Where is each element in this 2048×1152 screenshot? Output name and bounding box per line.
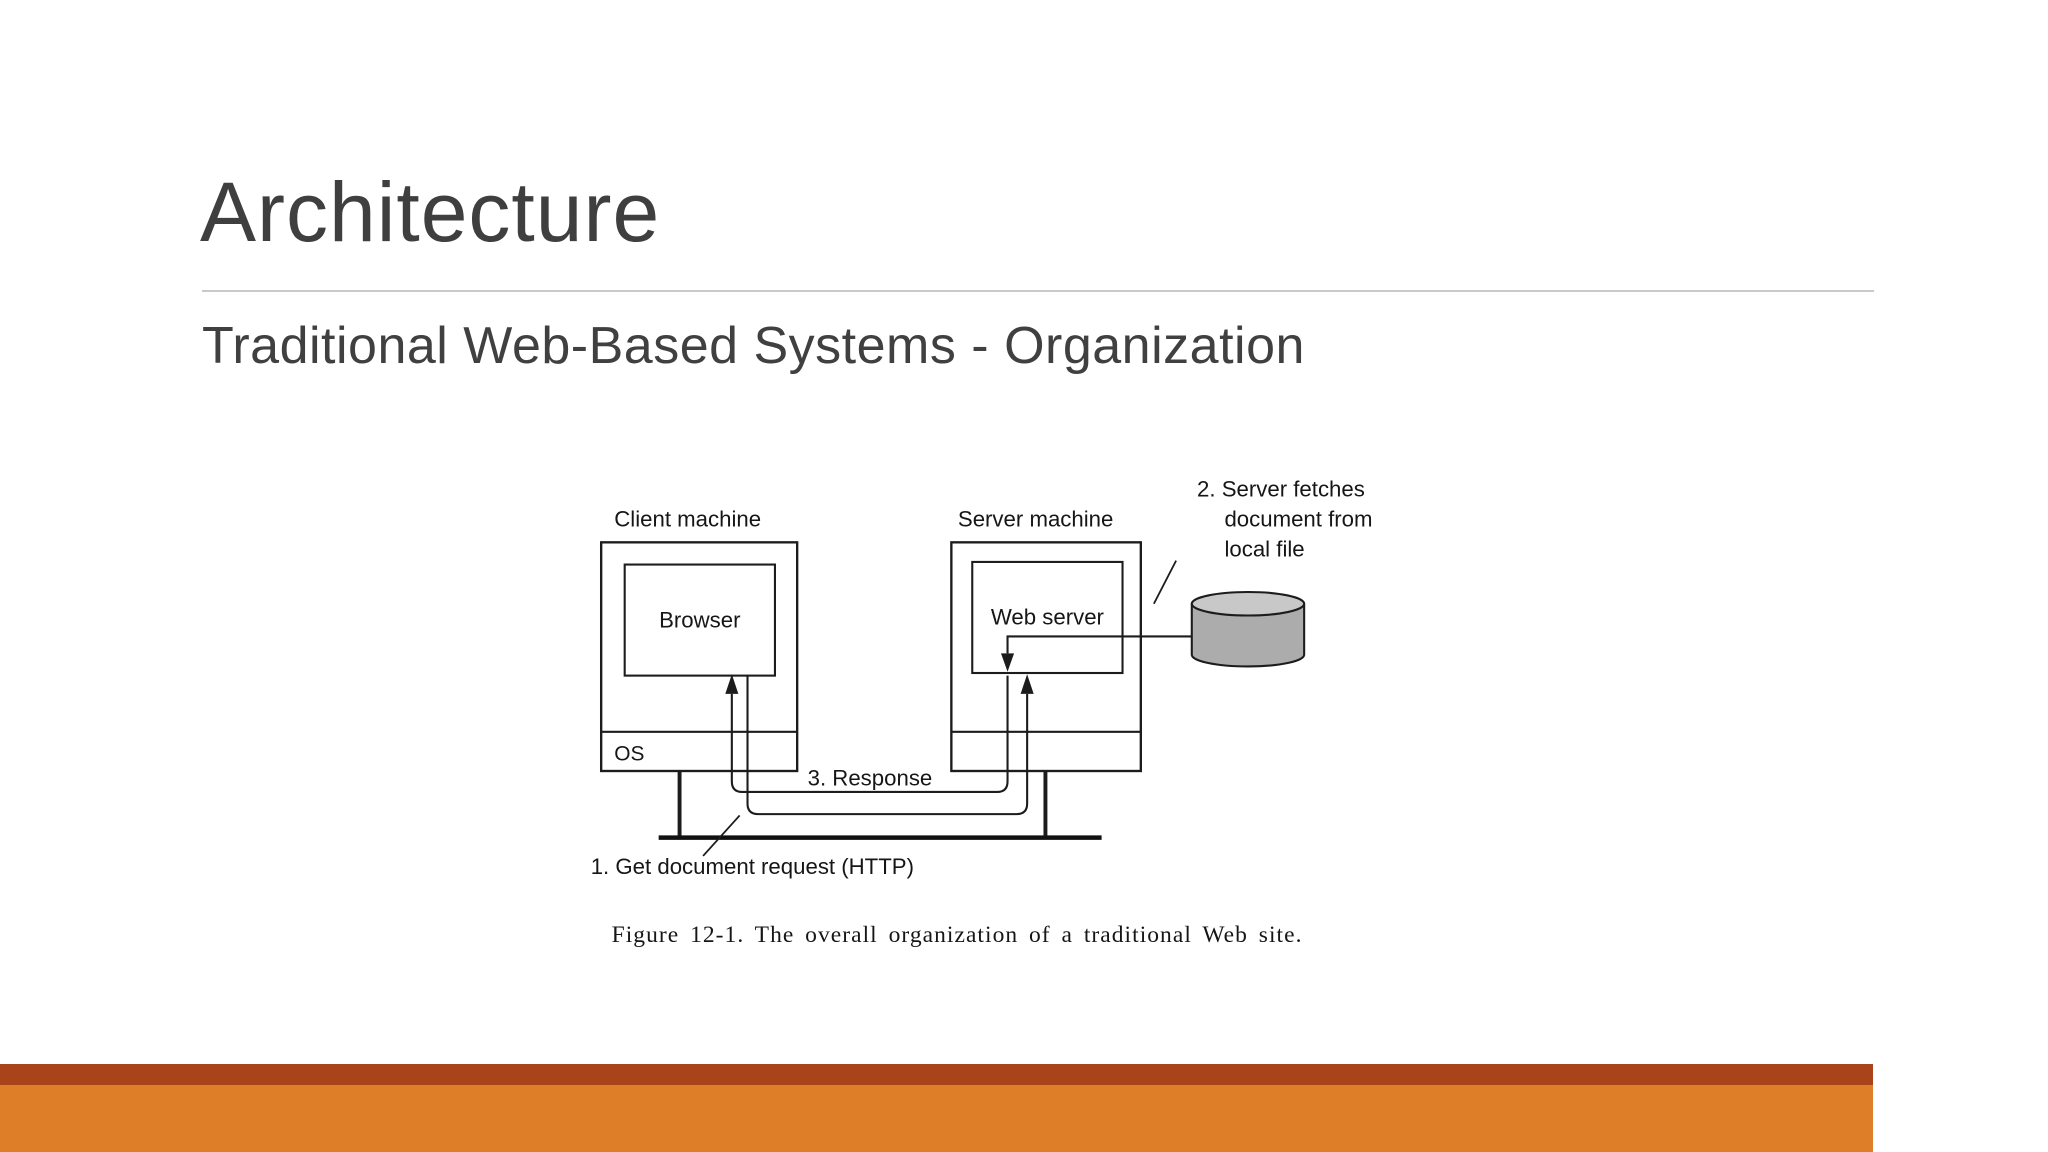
figure-caption: Figure 12-1. The overall organization of… [612,922,1303,948]
slide-title: Architecture [200,165,661,259]
title-divider [202,290,1874,292]
fetch-annotation-line2: document from [1224,507,1372,532]
slide-subtitle: Traditional Web-Based Systems - Organiza… [202,317,1305,375]
response-annotation: 3. Response [808,765,933,790]
client-machine-box: Browser OS [599,541,799,773]
accent-bar-orange [0,1085,1873,1152]
client-machine-label: Client machine [614,507,761,532]
web-architecture-diagram: Client machine Server machine Browser OS… [591,477,1373,949]
browser-label: Browser [659,607,741,632]
server-machine-box: Web server [950,541,1142,773]
response-arrow [725,674,1009,793]
network-line [658,771,1102,840]
request-annotation: 1. Get document request (HTTP) [591,854,914,879]
web-server-label: Web server [991,605,1105,630]
os-label: OS [614,743,644,766]
local-file-disk [1190,590,1306,668]
server-machine-label: Server machine [958,507,1114,532]
fetch-annotation-line1: 2. Server fetches [1197,477,1365,502]
fetch-annotation-line3: local file [1224,537,1304,562]
fetch-arrow [1001,560,1192,672]
accent-bar-dark [0,1064,1873,1085]
request-arrow [702,674,1034,857]
fetch-annotation: 2. Server fetches document from local fi… [1197,477,1373,562]
architecture-figure: Client machine Server machine Browser OS… [588,477,1431,967]
